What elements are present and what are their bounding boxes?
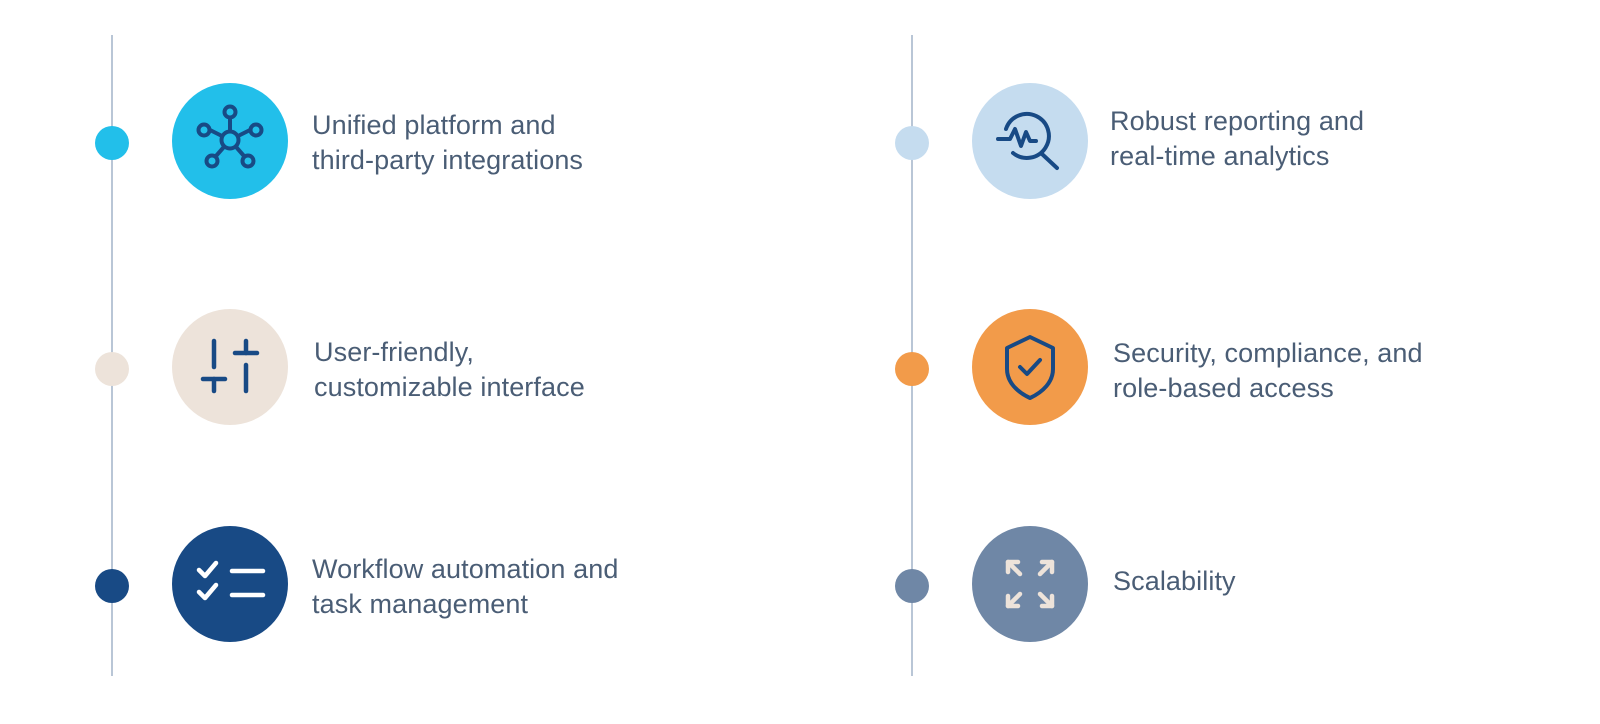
feature-label-line: Unified platform and [312,110,556,140]
sliders-icon [200,338,260,394]
feature-label: User-friendly, customizable interface [314,335,585,405]
feature-label: Workflow automation and task management [312,552,618,622]
feature-label-line: role-based access [1113,373,1334,403]
timeline-dot [95,569,129,603]
feature-label-line: third-party integrations [312,145,584,175]
timeline-dot [895,352,929,386]
feature-label-line: Security, compliance, and [1113,338,1423,368]
feature-icon-badge [172,526,288,642]
feature-icon-badge [972,83,1088,199]
analytics-magnifier-icon [996,111,1059,170]
feature-icon-badge [972,526,1088,642]
timeline-dot [95,126,129,160]
feature-label: Scalability [1113,564,1236,599]
feature-label-line: customizable interface [314,372,585,402]
feature-label-line: Robust reporting and [1110,106,1365,136]
feature-icon-badge [172,309,288,425]
feature-label-line: Workflow automation and [312,554,619,584]
network-hub-icon [196,104,264,169]
feature-label-line: User-friendly, [314,337,474,367]
shield-check-icon [1005,335,1055,400]
checklist-icon [196,560,266,601]
timeline-dot [895,126,929,160]
feature-label: Unified platform and third-party integra… [312,108,583,178]
expand-arrows-icon [1005,559,1055,609]
timeline-dot [95,352,129,386]
timeline-dot [895,569,929,603]
feature-label-line: real-time analytics [1110,141,1330,171]
feature-icon-badge [972,309,1088,425]
feature-label-line: Scalability [1113,566,1236,596]
feature-icon-badge [172,83,288,199]
feature-label: Security, compliance, and role-based acc… [1113,336,1423,406]
feature-label-line: task management [312,589,529,619]
feature-label: Robust reporting and real-time analytics [1110,104,1364,174]
